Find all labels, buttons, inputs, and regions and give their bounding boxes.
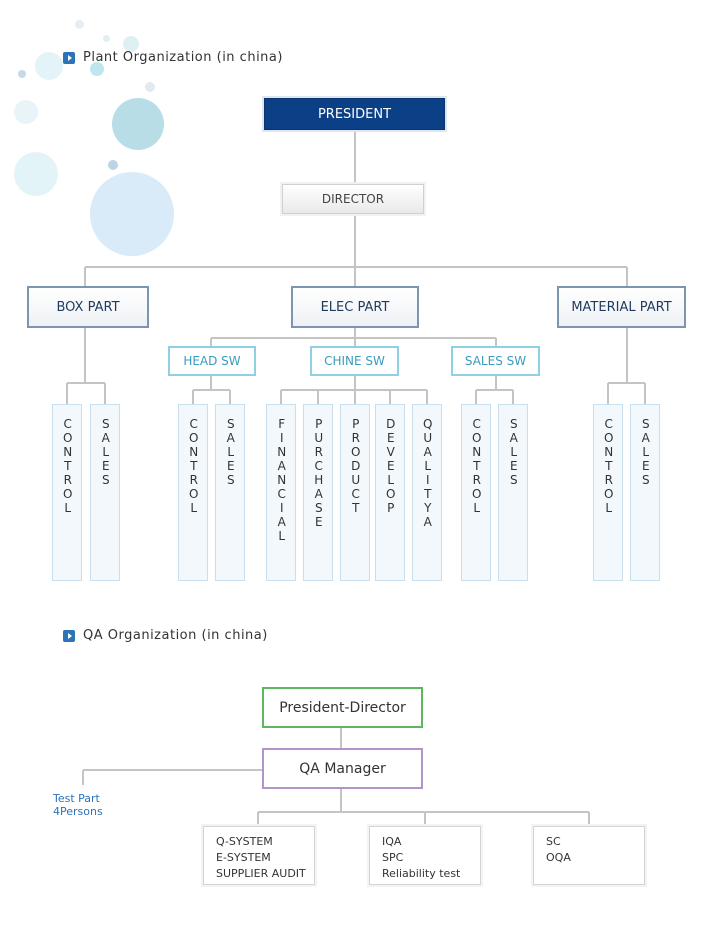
department-label: SALES	[638, 417, 653, 487]
material-part-box: MATERIAL PART	[557, 286, 686, 328]
department-label: PURCHASE	[311, 417, 326, 529]
qa-section-title: QA Organization (in china)	[63, 628, 268, 643]
qa-group-oqa: SC OQA	[533, 826, 645, 885]
box-part-box: BOX PART	[27, 286, 149, 328]
department-column-box-sales: SALES	[90, 404, 120, 581]
head-sw-label: HEAD SW	[183, 354, 241, 368]
department-column-product: PRODUCT	[340, 404, 370, 581]
department-label: DEVELOP	[383, 417, 398, 515]
department-column-financial: FINANCIAL	[266, 404, 296, 581]
sales-sw-box: SALES SW	[451, 346, 540, 376]
qa-group-system: Q-SYSTEM E-SYSTEM SUPPLIER AUDIT	[203, 826, 315, 885]
qa-manager-box: QA Manager	[262, 748, 423, 789]
test-part-label: Test Part	[53, 792, 100, 805]
test-persons-label: 4Persons	[53, 805, 103, 818]
department-column-qualitya: QUALITYA	[412, 404, 442, 581]
qa-title-text: QA Organization (in china)	[83, 628, 268, 643]
sales-sw-label: SALES SW	[464, 354, 527, 368]
arrow-bullet-icon	[63, 629, 75, 642]
department-column-head-control: CONTROL	[178, 404, 208, 581]
department-label: QUALITYA	[420, 417, 435, 529]
material-part-label: MATERIAL PART	[571, 299, 672, 315]
department-label: CONTROL	[60, 417, 75, 515]
department-column-material-sales: SALES	[630, 404, 660, 581]
department-column-purchase: PURCHASE	[303, 404, 333, 581]
qa-president-director-box: President-Director	[262, 687, 423, 728]
qa-group-iqa: IQA SPC Reliability test	[369, 826, 481, 885]
elec-part-box: ELEC PART	[291, 286, 419, 328]
department-column-sales-control: CONTROL	[461, 404, 491, 581]
department-label: CONTROL	[186, 417, 201, 515]
qa-group-item: SC	[546, 835, 561, 848]
department-label: PRODUCT	[348, 417, 363, 515]
department-label: CONTROL	[469, 417, 484, 515]
test-part-note: Test Part 4Persons	[53, 792, 103, 818]
department-column-material-control: CONTROL	[593, 404, 623, 581]
box-part-label: BOX PART	[56, 299, 120, 315]
department-column-head-sales: SALES	[215, 404, 245, 581]
director-box: DIRECTOR	[282, 184, 424, 214]
director-label: DIRECTOR	[321, 192, 385, 206]
qa-manager-label: QA Manager	[299, 760, 386, 777]
plant-title-text: Plant Organization (in china)	[83, 50, 283, 65]
department-column-develop: DEVELOP	[375, 404, 405, 581]
qa-group-item: Reliability test	[382, 867, 461, 880]
qa-group-item: IQA	[382, 835, 402, 848]
president-box: PRESIDENT	[264, 98, 445, 130]
qa-group-item: E-SYSTEM	[216, 851, 271, 864]
department-column-sales-sales: SALES	[498, 404, 528, 581]
qa-group-item: SUPPLIER AUDIT	[216, 867, 306, 880]
plant-section-title: Plant Organization (in china)	[63, 50, 283, 65]
chine-sw-box: CHINE SW	[310, 346, 399, 376]
arrow-bullet-icon	[63, 51, 75, 64]
qa-group-item: SPC	[382, 851, 404, 864]
department-label: SALES	[98, 417, 113, 487]
chine-sw-label: CHINE SW	[324, 354, 385, 368]
department-column-box-control: CONTROL	[52, 404, 82, 581]
head-sw-box: HEAD SW	[168, 346, 256, 376]
qa-president-director-label: President-Director	[279, 699, 406, 716]
qa-group-item: Q-SYSTEM	[216, 835, 273, 848]
department-label: SALES	[223, 417, 238, 487]
qa-group-item: OQA	[546, 851, 571, 864]
elec-part-label: ELEC PART	[320, 299, 390, 315]
department-label: FINANCIAL	[274, 417, 289, 543]
department-label: SALES	[506, 417, 521, 487]
department-label: CONTROL	[601, 417, 616, 515]
president-label: PRESIDENT	[317, 106, 392, 122]
